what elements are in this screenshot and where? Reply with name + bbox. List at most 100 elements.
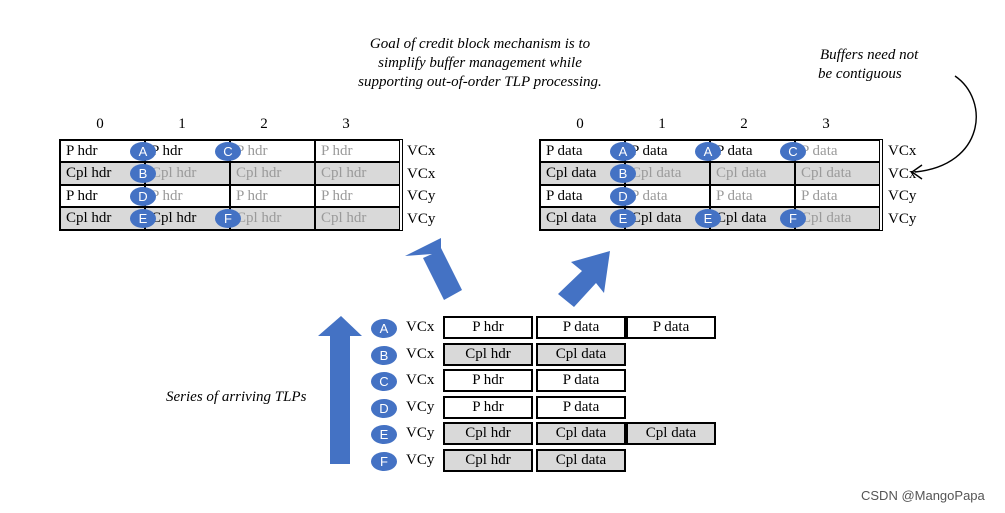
buffer-cell: Cpl data	[625, 162, 710, 185]
column-index-label: 3	[342, 116, 350, 132]
tlp-part: Cpl hdr	[443, 342, 533, 366]
buffer-cell: P hdr A	[60, 140, 156, 162]
buffer-cell-label: P hdr	[66, 143, 98, 159]
virtual-channel-label: VCx	[407, 143, 436, 159]
buffer-cell: P hdr	[315, 185, 400, 207]
buffer-cell-label: Cpl hdr	[66, 165, 112, 181]
tlp-part: P hdr	[443, 316, 533, 339]
buffers-caption: Buffers need not be contiguous	[818, 46, 918, 84]
tlp-badge-b: B	[610, 164, 636, 183]
buffer-cell: Cpl hdr B	[60, 162, 156, 185]
column-index-label: 0	[96, 116, 104, 132]
tlp-badge-e: E	[610, 209, 636, 228]
buffer-cell-label: Cpl hdr	[151, 165, 197, 181]
virtual-channel-label: VCx	[407, 165, 436, 182]
buffers-caption-line: Buffers need not	[820, 47, 919, 63]
buffer-cell-label: Cpl hdr	[321, 165, 367, 181]
tlp-part: Cpl data	[536, 449, 626, 472]
buffer-cell-label: P hdr	[321, 188, 353, 204]
tlp-badge-e: E	[371, 425, 397, 445]
tlp-badge-e: E	[130, 209, 156, 228]
curved-pointer-arrowhead	[910, 164, 923, 180]
tlp-vc-label: VCy	[406, 398, 435, 415]
buffer-cell-label: Cpl data	[546, 210, 597, 226]
curved-pointer-arrow	[914, 75, 977, 173]
tlp-badge-a: A	[371, 319, 397, 338]
buffer-cell-label: P data	[801, 188, 838, 204]
tlp-badge-e: E	[695, 209, 721, 228]
tlp-badge-b: B	[130, 164, 156, 183]
buffer-cell-label: P data	[631, 143, 668, 159]
tlp-vc-label: VCx	[406, 345, 435, 362]
buffer-cell: P hdr	[230, 185, 315, 207]
virtual-channel-label: VCy	[888, 210, 917, 227]
buffer-cell-label: P hdr	[151, 188, 183, 204]
buffer-cell: Cpl data E	[540, 207, 636, 230]
tlp-badge-a: A	[695, 142, 721, 161]
buffer-cell-label: Cpl data	[716, 165, 767, 181]
series-caption: Series of arriving TLPs	[166, 389, 307, 405]
buffer-cell-label: P hdr	[321, 143, 353, 159]
tlp-part: P data	[536, 316, 626, 339]
goal-caption-line: simplify buffer management while	[378, 55, 582, 71]
buffer-cell: P data C	[710, 140, 806, 162]
column-index-label: 0	[576, 116, 584, 132]
buffer-cell-label: Cpl hdr	[236, 165, 282, 181]
buffer-cell-label: Cpl hdr	[66, 210, 112, 226]
tlp-badge-d: D	[610, 187, 636, 206]
buffer-cell-label: P data	[801, 143, 838, 159]
tlp-part: Cpl data	[626, 422, 716, 446]
buffer-cell: P data	[795, 185, 880, 207]
tlp-part: P hdr	[443, 369, 533, 393]
buffer-cell: Cpl data E	[625, 207, 721, 230]
column-index-label: 2	[260, 116, 268, 132]
virtual-channel-label: VCy	[407, 210, 436, 227]
buffer-cell-label: Cpl data	[631, 165, 682, 181]
tlp-vc-label: VCx	[406, 319, 435, 335]
buffer-cell-label: P data	[546, 188, 583, 204]
tlp-part: P data	[536, 395, 626, 419]
arriving-arrow	[318, 316, 362, 464]
tlp-badge-a: A	[130, 142, 156, 161]
data-arrow	[558, 251, 610, 307]
tlp-badge-c: C	[780, 142, 806, 161]
buffer-cell-label: Cpl hdr	[236, 210, 282, 226]
virtual-channel-label: VCx	[888, 143, 917, 159]
buffer-cell-label: Cpl data	[631, 210, 682, 226]
buffer-cell-label: Cpl data	[716, 210, 767, 226]
tlp-part: P data	[536, 369, 626, 393]
tlp-badge-a: A	[610, 142, 636, 161]
buffer-cell-label: P data	[716, 143, 753, 159]
buffer-cell: Cpl hdr F	[145, 207, 241, 230]
buffer-cell: Cpl data	[795, 207, 880, 230]
buffer-cell: Cpl hdr	[145, 162, 230, 185]
tlp-part: Cpl data	[536, 422, 626, 446]
column-index-label: 3	[822, 116, 830, 132]
tlp-part: P hdr	[443, 395, 533, 419]
buffer-cell-label: Cpl hdr	[151, 210, 197, 226]
tlp-vc-label: VCx	[406, 372, 435, 389]
buffer-cell: Cpl data	[795, 162, 880, 185]
header-arrow	[405, 238, 462, 300]
buffer-cell-label: Cpl data	[546, 165, 597, 181]
goal-caption: Goal of credit block mechanism is to sim…	[330, 35, 630, 92]
goal-caption-line: supporting out-of-order TLP processing.	[358, 74, 602, 90]
tlp-badge-c: C	[215, 142, 241, 161]
tlp-vc-label: VCy	[406, 452, 435, 468]
tlp-part: Cpl hdr	[443, 449, 533, 472]
buffer-cell: P data D	[540, 185, 636, 207]
buffer-cell: Cpl hdr	[315, 207, 400, 230]
tlp-part: P data	[626, 316, 716, 339]
buffer-cell: Cpl data	[710, 162, 795, 185]
tlp-badge-f: F	[215, 209, 241, 228]
